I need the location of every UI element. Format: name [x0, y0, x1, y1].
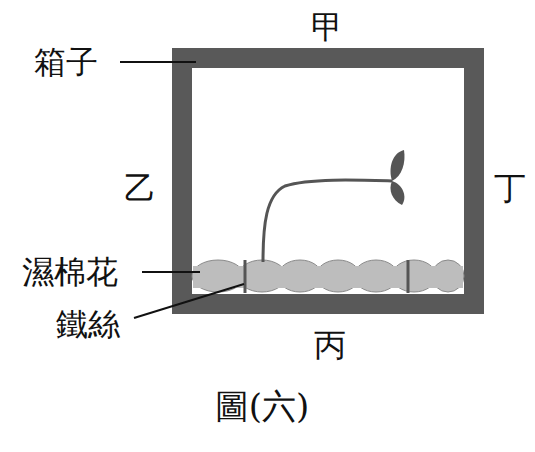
side-label: 丙 — [314, 329, 346, 361]
box-wall — [172, 48, 484, 314]
iron-wire — [245, 260, 408, 293]
seedling — [263, 150, 405, 262]
figure-caption: 圖(六) — [215, 389, 310, 423]
side-label: 乙 — [124, 172, 156, 204]
part-label: 濕棉花 — [22, 256, 118, 288]
side-label: 丁 — [494, 172, 526, 204]
part-label: 箱子 — [34, 46, 98, 78]
part-label: 鐵絲 — [56, 308, 120, 340]
box-inside — [192, 68, 464, 294]
side-label: 甲 — [311, 11, 343, 43]
leader-line — [120, 62, 244, 318]
